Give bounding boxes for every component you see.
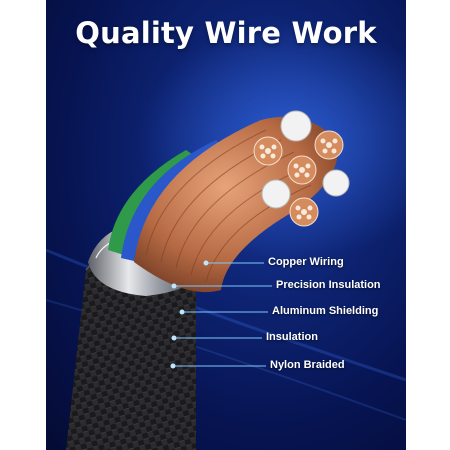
callout-precision-insulation: Precision Insulation [276,279,381,291]
callout-copper-wiring: Copper Wiring [268,256,344,268]
copper-wiring-bundle [134,116,338,293]
callout-aluminum-shielding: Aluminum Shielding [272,305,379,317]
page-title: Quality Wire Work [75,16,377,50]
callout-nylon-braided: Nylon Braided [270,359,345,371]
callout-dots [170,260,209,369]
callout-lines [173,262,272,367]
strand-ends [253,110,350,227]
callout-insulation: Insulation [266,331,318,343]
product-image: Quality Wire Work Copper Wiring Precisio… [46,0,406,450]
cable-illustration [46,20,406,450]
